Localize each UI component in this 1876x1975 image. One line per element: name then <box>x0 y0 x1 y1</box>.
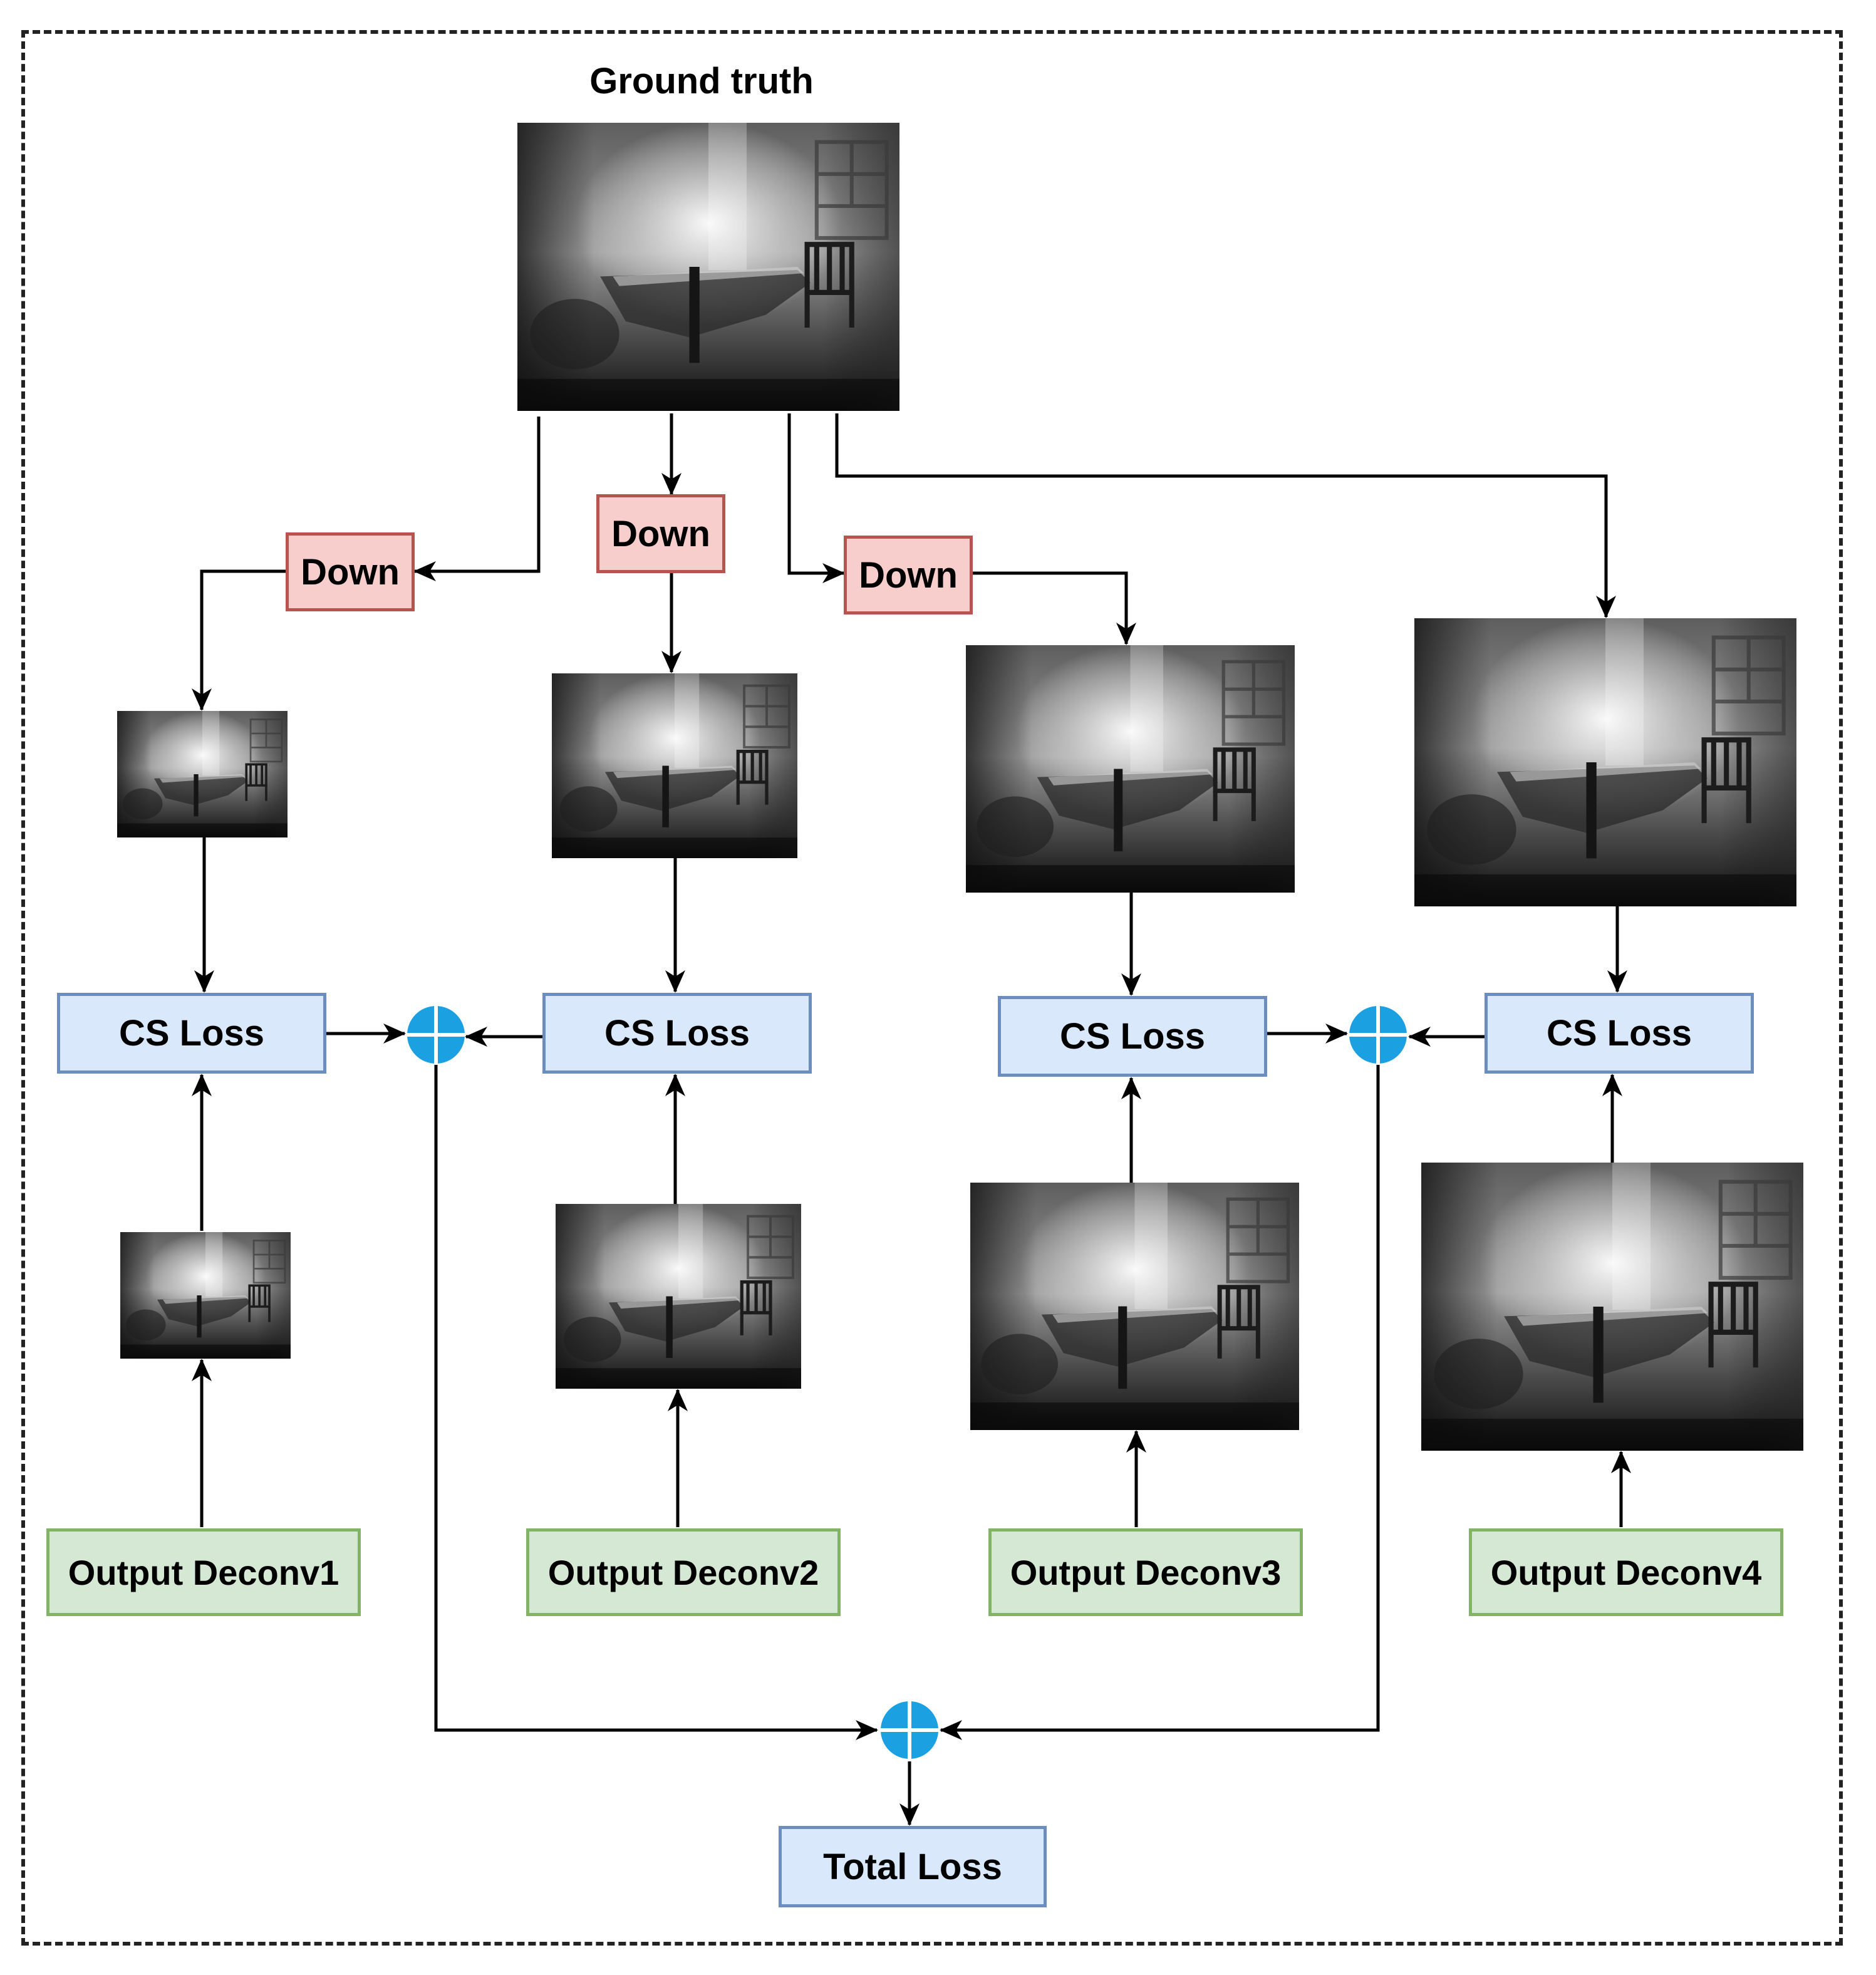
output-deconv3-box: Output Deconv3 <box>988 1528 1303 1616</box>
cs-loss-box-2: CS Loss <box>542 993 812 1074</box>
sum-node-right <box>1349 1006 1407 1064</box>
arrow-down1-to-img1 <box>192 569 286 711</box>
output-deconv1-box: Output Deconv1 <box>46 1528 361 1616</box>
arrow-down3-to-img3 <box>973 571 1136 645</box>
sum-node-total <box>881 1701 938 1759</box>
down-box-1: Down <box>286 532 415 611</box>
arrow-sum1-to-total <box>434 1065 878 1740</box>
cs-loss-box-1: CS Loss <box>57 993 326 1074</box>
full-res-depth-image-4 <box>1414 618 1796 906</box>
predicted-depth-image-1 <box>120 1232 291 1359</box>
downsampled-depth-image-1 <box>117 711 288 837</box>
output-deconv4-box: Output Deconv4 <box>1469 1528 1783 1616</box>
ground-truth-depth-image <box>517 123 899 411</box>
predicted-depth-image-2 <box>556 1204 801 1389</box>
down-box-3: Down <box>844 536 973 614</box>
arrow-gt-to-down1 <box>413 417 541 581</box>
ground-truth-title: Ground truth <box>589 61 814 101</box>
cs-loss-box-4: CS Loss <box>1485 993 1754 1074</box>
total-loss-box: Total Loss <box>779 1826 1047 1907</box>
dashed-frame <box>21 30 1843 1946</box>
output-deconv2-box: Output Deconv2 <box>526 1528 841 1616</box>
arrow-sum2-to-total <box>940 1065 1380 1740</box>
predicted-depth-image-4 <box>1421 1163 1803 1451</box>
arrow-gt-to-img4 <box>835 413 1616 618</box>
sum-node-left <box>407 1006 465 1064</box>
cs-loss-box-3: CS Loss <box>998 996 1267 1077</box>
arrow-gt-to-down3 <box>787 413 845 583</box>
down-box-2: Down <box>596 494 725 573</box>
downsampled-depth-image-3 <box>966 645 1295 893</box>
predicted-depth-image-3 <box>970 1183 1299 1430</box>
downsampled-depth-image-2 <box>552 673 797 858</box>
